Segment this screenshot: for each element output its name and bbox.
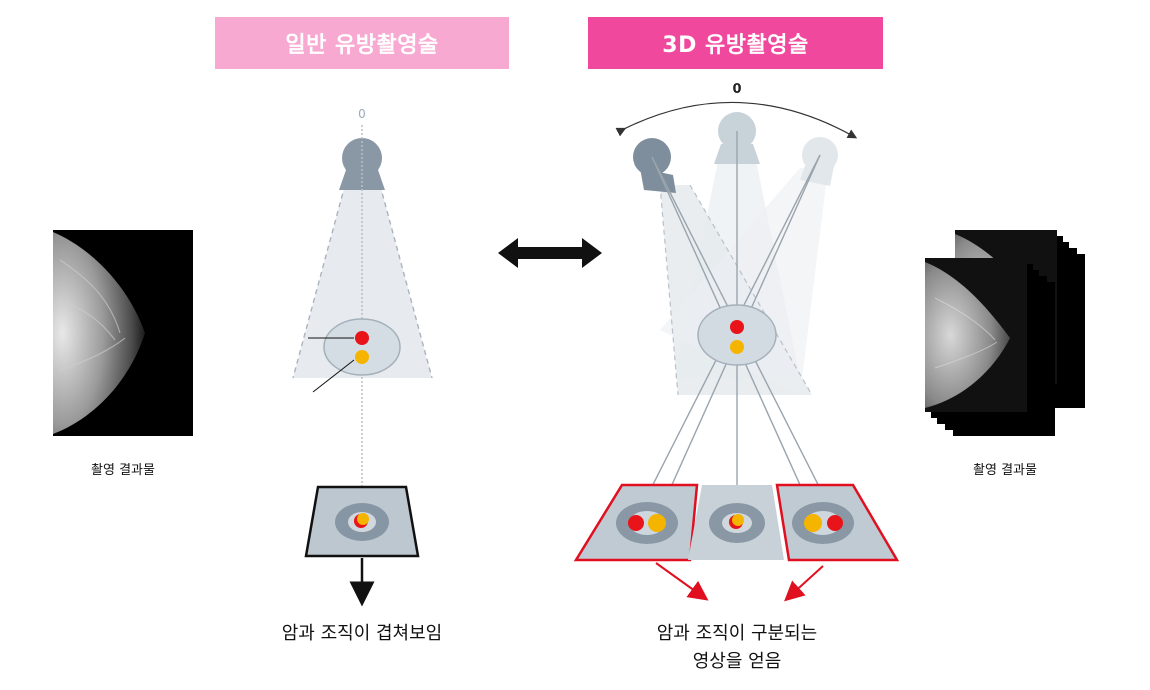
- tomosynthesis-header-label: 3D 유방촬영술: [662, 33, 809, 58]
- conventional-outcome-caption: 암과 조직이 겹쳐보임: [281, 623, 443, 644]
- projection-panel-right: [775, 483, 900, 562]
- conventional-angle-label: 0: [358, 107, 366, 121]
- right-tomosynthesis-slices-image: [925, 230, 1085, 436]
- tomosynthesis-apparatus: 0: [573, 82, 900, 602]
- tomosynthesis-outcome-line2: 영상을 얻음: [692, 651, 782, 672]
- tomosynthesis-header: 3D 유방촬영술: [588, 17, 883, 69]
- left-mammogram-image: [53, 230, 193, 436]
- conventional-header-label: 일반 유방촬영술: [285, 33, 439, 58]
- tomosynthesis-outcome-caption: 암과 조직이 구분되는 영상을 얻음: [617, 620, 857, 676]
- conventional-apparatus: 0: [292, 107, 433, 607]
- tissue-marker: [355, 350, 369, 364]
- tomosynthesis-angle-label: 0: [732, 82, 741, 97]
- comparison-arrow-icon: [498, 238, 602, 268]
- tomosynthesis-outcome-line1: 암과 조직이 구분되는: [656, 623, 818, 644]
- right-result-caption: 촬영 결과물: [973, 463, 1037, 478]
- projection-panel-left: [573, 483, 699, 562]
- tumor-marker: [355, 331, 369, 345]
- left-result-caption: 촬영 결과물: [91, 463, 155, 478]
- projection-panel-center: [688, 485, 784, 560]
- conventional-header: 일반 유방촬영술: [215, 17, 509, 69]
